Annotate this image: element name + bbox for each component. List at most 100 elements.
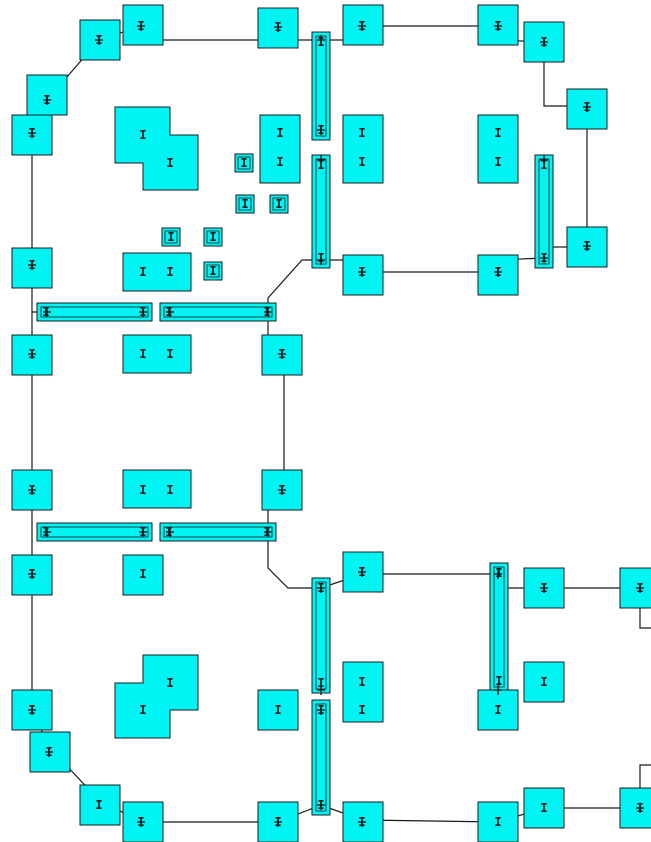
i-beam-glyph: I [358, 155, 365, 169]
connection-node [494, 21, 502, 31]
pad-body [342, 661, 384, 723]
connection-node [358, 567, 366, 577]
square-pad: I [619, 567, 651, 609]
i-beam-glyph: I [358, 675, 365, 689]
connection-node [317, 255, 325, 265]
connection-node [28, 260, 36, 270]
connection-node [317, 125, 325, 135]
pad-body [477, 689, 519, 731]
pad-body [114, 106, 199, 191]
connection-node [43, 527, 51, 537]
i-beam-glyph: I [495, 566, 502, 580]
i-beam-glyph: I [166, 156, 173, 170]
connection-node [317, 35, 325, 45]
connection-node [317, 705, 325, 715]
i-beam-glyph: I [276, 155, 283, 169]
small-pad: I [234, 153, 254, 173]
pad-body [203, 227, 223, 247]
connection-node [43, 95, 51, 105]
i-beam-glyph: I [166, 483, 173, 497]
pad-body [257, 689, 299, 731]
connection-node [264, 307, 272, 317]
bus-bar-vertical: II [311, 699, 331, 816]
connection-node [137, 817, 145, 827]
i-beam-glyph: I [540, 801, 547, 815]
pad-body [342, 114, 384, 184]
connection-node [274, 22, 282, 32]
i-beam-glyph: I [95, 798, 102, 812]
i-beam-glyph: I [494, 155, 501, 169]
connection-node [43, 307, 51, 317]
connection-node [28, 349, 36, 359]
connection-node [540, 253, 548, 263]
connection-node [278, 485, 286, 495]
bar-body [489, 562, 509, 692]
small-pad: I [161, 227, 181, 247]
pad-inner [272, 197, 286, 211]
i-beam-glyph: I [240, 156, 247, 170]
connection-node [317, 155, 325, 165]
square-pad: II [342, 661, 384, 723]
pad-body [342, 4, 384, 46]
connection-node [28, 705, 36, 715]
connection-node [317, 583, 325, 593]
bus-bar-vertical: II [534, 154, 554, 269]
connection-node [274, 817, 282, 827]
pad-body [523, 787, 565, 829]
bar-inner [40, 526, 149, 538]
pad-body [122, 554, 164, 596]
connection-node [139, 527, 147, 537]
pad-body [79, 784, 121, 826]
i-beam-glyph: I [358, 703, 365, 717]
l-shaped-pad: II [114, 654, 199, 739]
pad-inner [164, 230, 178, 244]
connection-node [264, 527, 272, 537]
small-pad: I [203, 227, 223, 247]
square-pad: I [477, 689, 519, 731]
pad-body [619, 787, 651, 829]
i-beam-glyph: I [275, 197, 282, 211]
i-beam-glyph: I [139, 347, 146, 361]
pad-body [122, 469, 192, 509]
bar-body [159, 302, 277, 322]
square-pad: I [523, 661, 565, 703]
pad-inner [238, 197, 252, 211]
connection-node [636, 583, 644, 593]
bus-bar-horizontal: II [36, 522, 153, 542]
i-beam-glyph: I [166, 347, 173, 361]
pad-inner [237, 156, 251, 170]
square-pad: I [122, 4, 164, 46]
square-pad: I [477, 801, 519, 842]
i-beam-glyph: I [167, 230, 174, 244]
pad-body [122, 252, 192, 292]
square-pad: II [342, 114, 384, 184]
connection-node [494, 685, 502, 695]
pad-body [619, 567, 651, 609]
pad-body [269, 194, 289, 214]
connection-node [540, 583, 548, 593]
connection-node [358, 21, 366, 31]
small-pad: I [269, 194, 289, 214]
i-beam-glyph: I [494, 703, 501, 717]
bar-body [36, 522, 153, 542]
i-beam-glyph: I [241, 197, 248, 211]
l-shaped-pad: II [114, 106, 199, 191]
connection-node [28, 485, 36, 495]
i-beam-glyph: I [209, 264, 216, 278]
pad-body [477, 4, 519, 46]
bar-inner [315, 703, 327, 812]
small-pad: I [235, 194, 255, 214]
pad-body [122, 334, 192, 374]
i-beam-glyph: I [166, 676, 173, 690]
bar-inner [40, 306, 149, 318]
square-pad: I [79, 784, 121, 826]
i-beam-glyph: I [540, 675, 547, 689]
pad-body [161, 227, 181, 247]
connection-node [166, 307, 174, 317]
connection-node [137, 21, 145, 31]
